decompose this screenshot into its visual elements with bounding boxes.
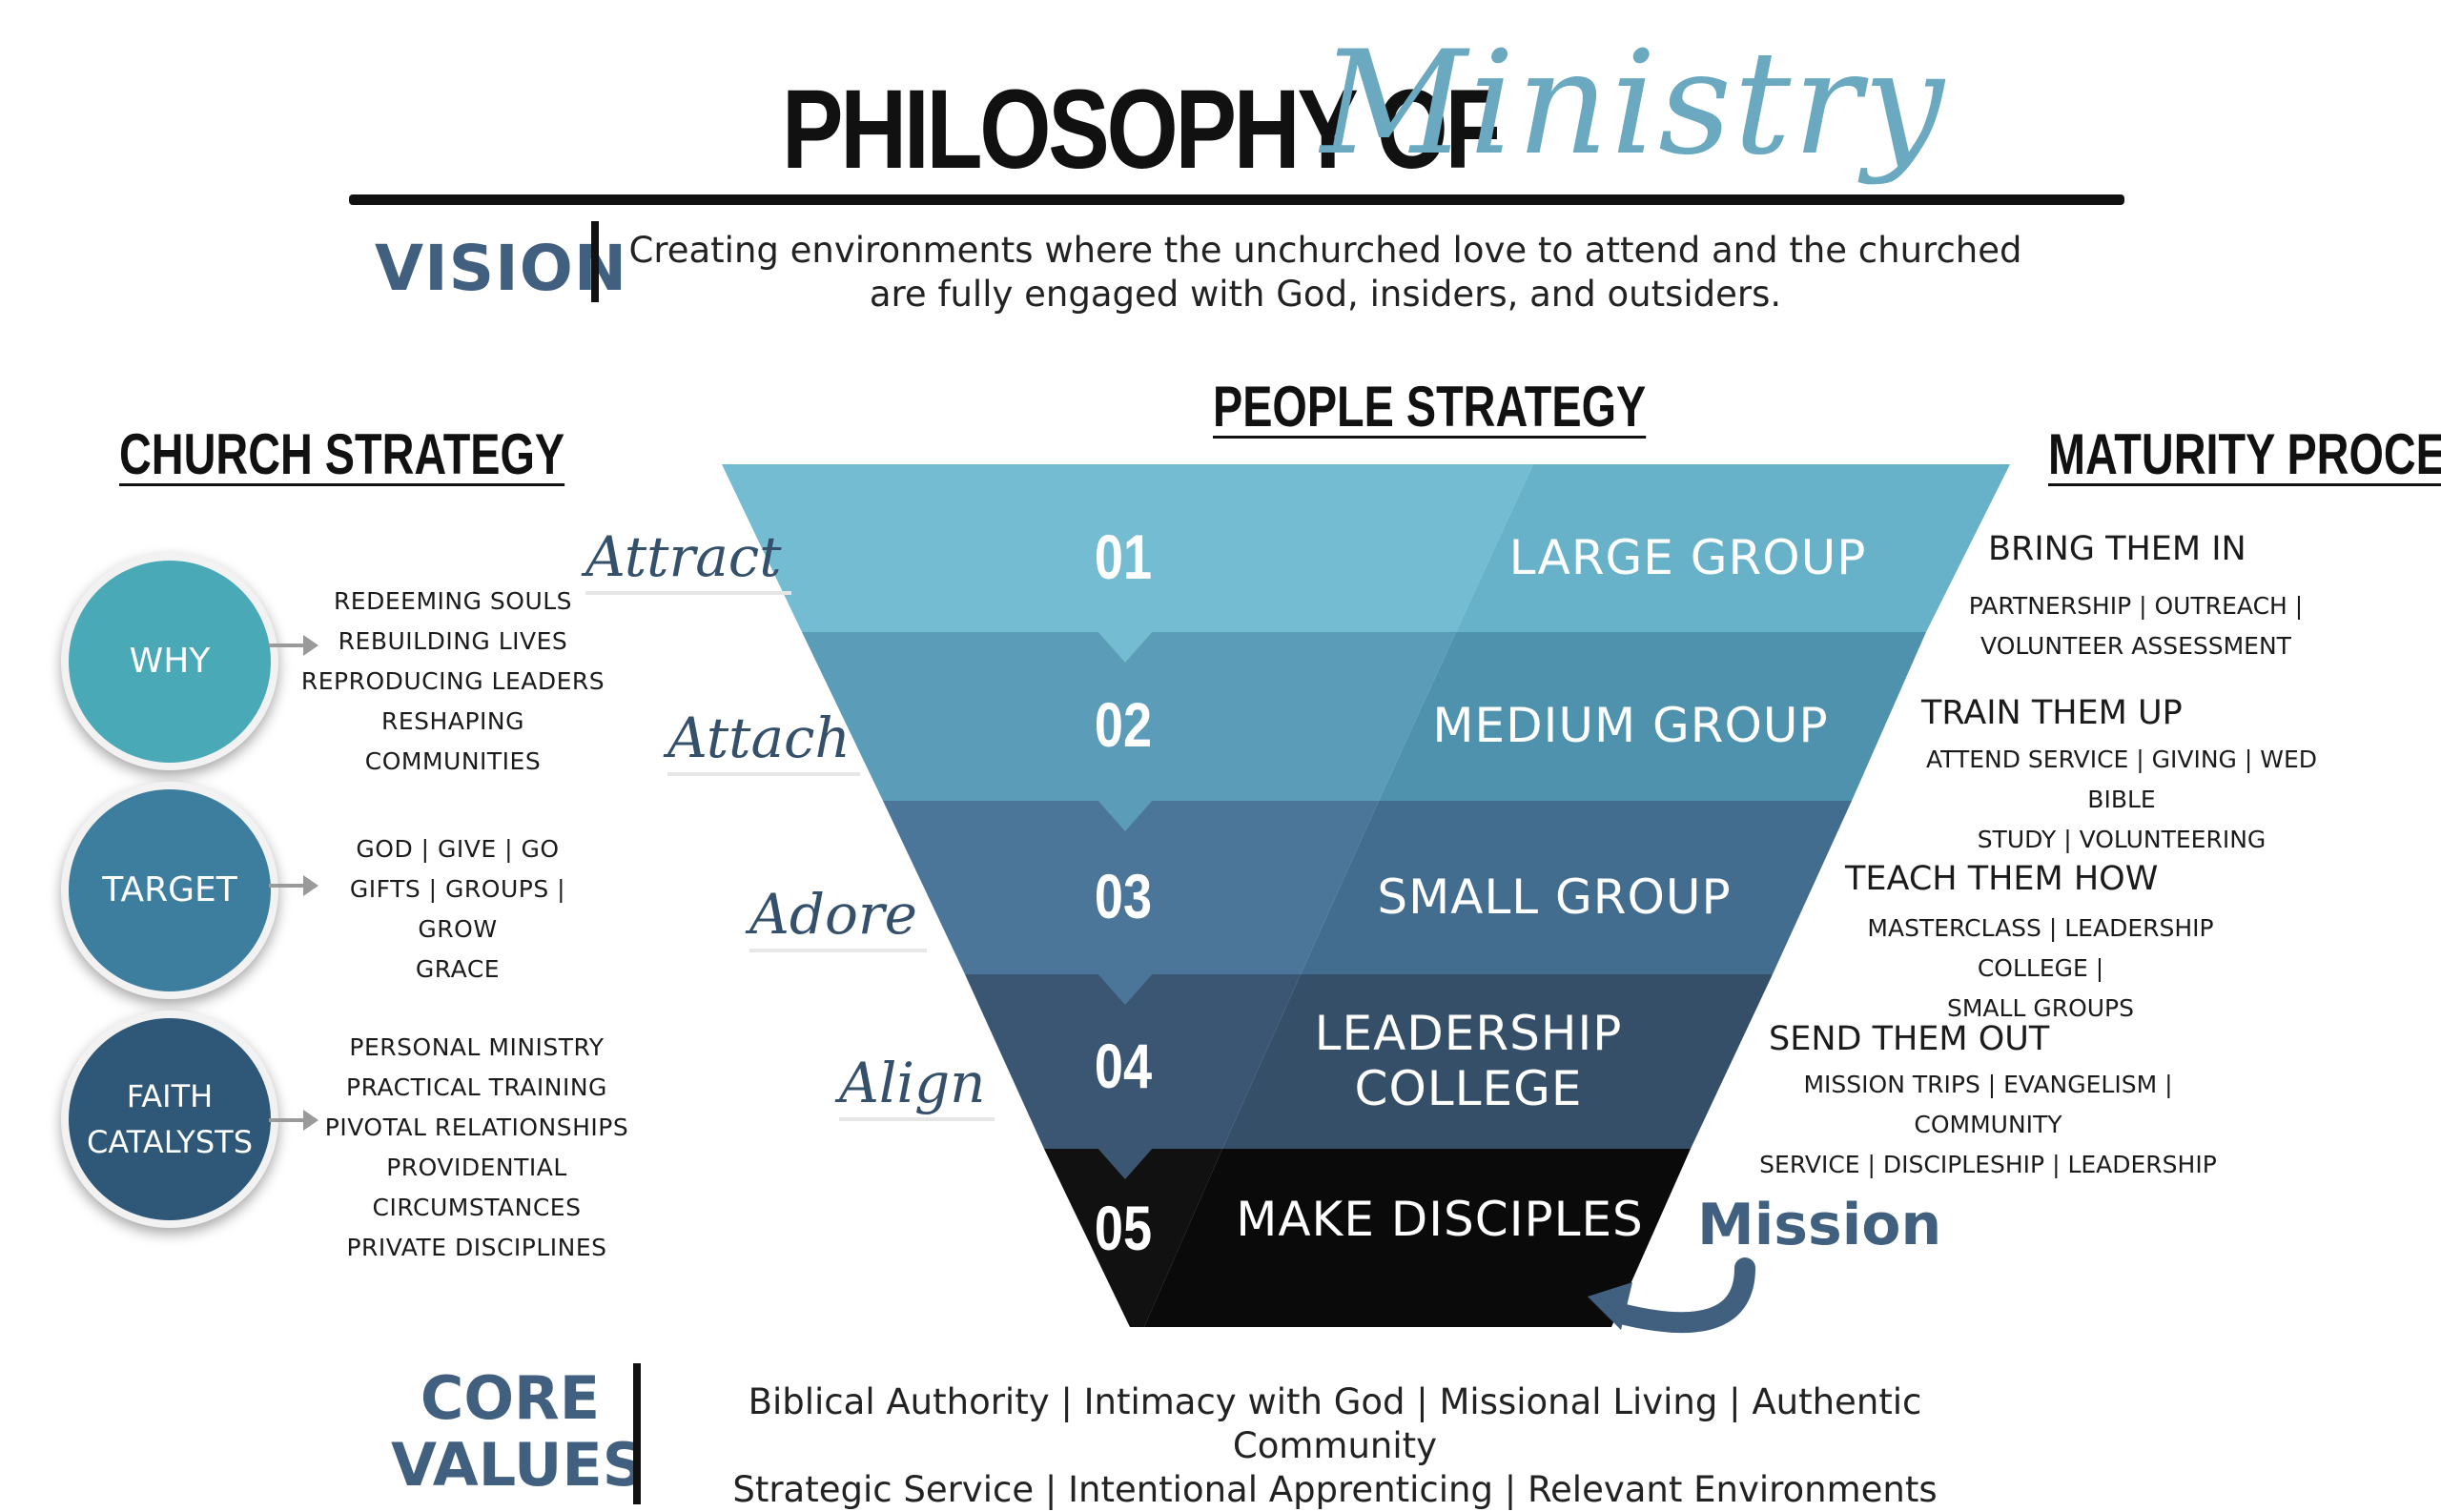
list-item: PRACTICAL TRAINING <box>346 1073 607 1101</box>
list-item: VOLUNTEER ASSESSMENT <box>1980 632 2291 660</box>
script-align: Align <box>839 1051 995 1121</box>
core-values-statement: Biblical Authority | Intimacy with God |… <box>658 1380 2012 1512</box>
list-item: MASTERCLASS | LEADERSHIP COLLEGE | <box>1867 914 2214 982</box>
maturity-stage-4-details: MISSION TRIPS | EVANGELISM | COMMUNITY S… <box>1750 1065 2226 1185</box>
faith-catalysts-label-line-1: FAITH <box>126 1078 214 1114</box>
core-values-label: CORE VALUES <box>391 1363 646 1500</box>
list-item: PRIVATE DISCIPLINES <box>346 1234 607 1261</box>
page-title: PHILOSOPHY OF <box>782 67 1502 193</box>
vision-label: VISION <box>375 232 628 305</box>
faith-catalysts-details: PERSONAL MINISTRY PRACTICAL TRAINING PIV… <box>296 1028 658 1268</box>
why-details: REDEEMING SOULS REBUILDING LIVES REPRODU… <box>296 582 610 782</box>
maturity-stage-1-heading: BRING THEM IN <box>1988 530 2246 568</box>
maturity-stage-3-details: MASTERCLASS | LEADERSHIP COLLEGE | SMALL… <box>1816 909 2265 1029</box>
arrow-right-icon <box>269 875 318 896</box>
mission-label: Mission <box>1697 1192 1942 1258</box>
target-details: GOD | GIVE | GO GIFTS | GROUPS | GROW GR… <box>315 829 601 990</box>
script-attract: Attract <box>585 524 791 595</box>
why-circle-label: WHY <box>129 642 211 681</box>
chevron-down-icon <box>1097 630 1154 663</box>
layer-number-3: 03 <box>1094 861 1153 931</box>
mission-arrowhead-icon <box>1588 1282 1632 1330</box>
vision-line-2: are fully engaged with God, insiders, an… <box>869 274 1782 315</box>
faith-catalysts-label-line-2: CATALYSTS <box>87 1124 253 1160</box>
people-strategy-title: PEOPLE STRATEGY <box>1213 375 1647 439</box>
layer-label-small-group: SMALL GROUP <box>1377 869 1732 925</box>
chevron-down-icon <box>1097 799 1154 831</box>
core-values-line-2: Strategic Service | Intentional Apprenti… <box>732 1469 1938 1510</box>
list-item: SERVICE | DISCIPLESHIP | LEADERSHIP <box>1759 1151 2217 1178</box>
core-values-divider <box>633 1363 641 1504</box>
vision-line-1: Creating environments where the unchurch… <box>628 230 2022 271</box>
funnel-layer-2-right <box>1379 632 1926 801</box>
maturity-stage-2-heading: TRAIN THEM UP <box>1921 694 2183 732</box>
funnel-layer-1-left <box>722 464 1533 632</box>
list-item: PARTNERSHIP | OUTREACH | <box>1968 592 2304 620</box>
layer-label-line: COLLEGE <box>1354 1061 1583 1116</box>
funnel-layer-4-left <box>965 974 1301 1149</box>
core-values-label-line-2: VALUES <box>391 1430 646 1500</box>
list-item: GRACE <box>415 955 501 983</box>
faith-catalysts-circle-label: FAITH CATALYSTS <box>87 1073 253 1165</box>
list-item: PIVOTAL RELATIONSHIPS <box>324 1114 629 1141</box>
funnel-layer-5-right <box>1144 1149 1691 1327</box>
list-item: RESHAPING COMMUNITIES <box>364 707 542 775</box>
list-item: ATTEND SERVICE | GIVING | WED BIBLE <box>1925 746 2318 813</box>
layer-label-make-disciples: MAKE DISCIPLES <box>1236 1192 1644 1247</box>
list-item: REDEEMING SOULS <box>333 587 573 615</box>
core-values-line-1: Biblical Authority | Intimacy with God |… <box>748 1381 1922 1466</box>
layer-number-2: 02 <box>1094 689 1153 760</box>
vision-statement: Creating environments where the unchurch… <box>610 229 2041 317</box>
script-attach: Attach <box>667 705 860 776</box>
list-item: SMALL GROUPS <box>1946 994 2134 1022</box>
funnel-layer-3-left <box>883 801 1379 974</box>
maturity-stage-2-details: ATTEND SERVICE | GIVING | WED BIBLE STUD… <box>1902 740 2341 860</box>
title-divider <box>349 194 2124 205</box>
layer-number-4: 04 <box>1094 1031 1153 1101</box>
list-item: REBUILDING LIVES <box>338 627 568 655</box>
target-circle-label: TARGET <box>102 870 237 909</box>
chevron-down-icon <box>1097 972 1154 1005</box>
arrow-right-icon <box>269 1110 318 1131</box>
mission-arrow-icon <box>1610 1257 1755 1334</box>
layer-label-line: LEADERSHIP <box>1314 1006 1623 1061</box>
list-item: REPRODUCING LEADERS <box>300 667 605 695</box>
list-item: STUDY | VOLUNTEERING <box>1977 826 2267 853</box>
chevron-down-icon <box>1097 1147 1154 1179</box>
list-item: MISSION TRIPS | EVANGELISM | COMMUNITY <box>1803 1071 2173 1138</box>
layer-label-leadership-college: LEADERSHIP COLLEGE <box>1278 1006 1659 1116</box>
layer-label-large-group: LARGE GROUP <box>1508 530 1867 585</box>
why-circle: WHY <box>61 553 278 770</box>
layer-number-1: 01 <box>1094 521 1153 592</box>
page-title-script: Ministry <box>1321 21 1946 187</box>
layer-label-medium-group: MEDIUM GROUP <box>1432 698 1829 753</box>
church-strategy-title: CHURCH STRATEGY <box>119 422 565 486</box>
layer-number-5: 05 <box>1094 1193 1153 1263</box>
faith-catalysts-circle: FAITH CATALYSTS <box>61 1011 278 1228</box>
funnel-layer-5-left <box>1044 1149 1222 1327</box>
list-item: PROVIDENTIAL CIRCUMSTANCES <box>372 1154 582 1221</box>
maturity-process-title: MATURITY PROCESS <box>2048 422 2441 486</box>
list-item: PERSONAL MINISTRY <box>349 1033 605 1061</box>
core-values-label-line-1: CORE <box>420 1363 601 1433</box>
script-adore: Adore <box>749 882 927 952</box>
arrow-right-icon <box>269 635 318 656</box>
maturity-stage-3-heading: TEACH THEM HOW <box>1845 860 2159 898</box>
funnel-layer-2-left <box>802 632 1456 801</box>
vision-divider <box>591 221 599 302</box>
maturity-stage-4-heading: SEND THEM OUT <box>1769 1020 2050 1058</box>
list-item: GOD | GIVE | GO <box>356 835 560 863</box>
list-item: GIFTS | GROUPS | GROW <box>349 875 566 943</box>
funnel-layer-1-right <box>1456 464 2010 632</box>
maturity-stage-1-details: PARTNERSHIP | OUTREACH | VOLUNTEER ASSES… <box>1945 586 2327 666</box>
funnel-layer-4-right <box>1222 974 1773 1149</box>
target-circle: TARGET <box>61 782 278 999</box>
funnel-layer-3-right <box>1301 801 1852 974</box>
